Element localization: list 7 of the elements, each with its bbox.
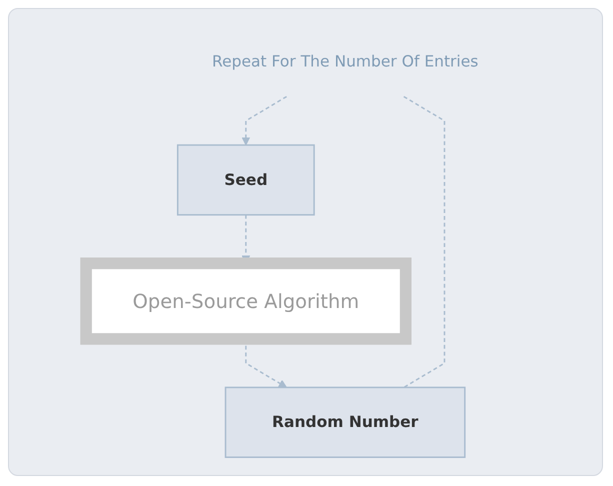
node-box xyxy=(224,386,466,458)
arrow xyxy=(242,96,287,146)
node-box xyxy=(176,144,315,216)
node-box xyxy=(80,258,412,345)
panel-background: Repeat For The Number Of Entries Seed Open-Source Algorithm Random Number xyxy=(8,8,603,476)
connector xyxy=(403,96,446,388)
node-text: Repeat For The Number Of Entries xyxy=(212,52,478,70)
